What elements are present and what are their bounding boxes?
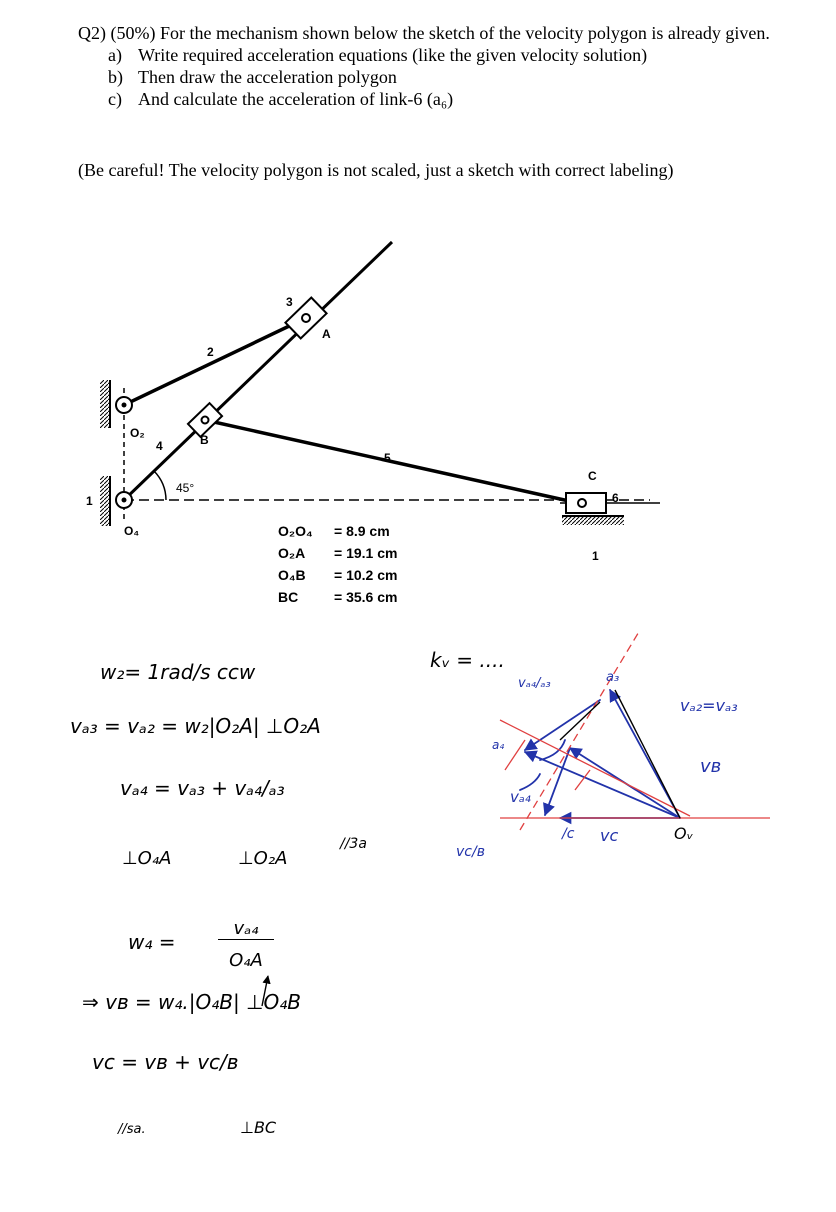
dim-row: BC= 35.6 cm	[278, 589, 398, 605]
hand-perp-o2a: ⊥O₂A	[238, 848, 288, 869]
ground-hatch-o4	[100, 476, 110, 526]
label-link6: 6	[612, 491, 619, 505]
dimension-table: O₂O₄= 8.9 cm O₂A= 19.1 cm O₄B= 10.2 cm B…	[278, 520, 397, 608]
angle-arc	[153, 470, 167, 501]
label-a: A	[322, 327, 331, 341]
dim-row: O₄B= 10.2 cm	[278, 567, 398, 583]
label-link3: 3	[286, 295, 293, 309]
hand-parallel-3: //3a	[340, 836, 367, 852]
label-b: B	[200, 433, 209, 447]
label-angle: 45°	[176, 481, 194, 495]
poly-label-vc: vᴄ	[600, 826, 619, 845]
poly-label-vcb: vᴄ/ʙ	[456, 844, 485, 860]
question-item-b: b)Then draw the acceleration polygon	[108, 67, 397, 87]
question-item-c: c)And calculate the acceleration of link…	[108, 89, 454, 109]
link-2	[123, 316, 307, 407]
ground-hatch-c	[562, 516, 624, 525]
poly-label-va2: vₐ₂=vₐ₃	[680, 696, 738, 715]
vector-va2	[609, 688, 681, 819]
ground-hatch-o2	[100, 380, 110, 428]
label-link2: 2	[207, 345, 214, 359]
hand-omega4-lhs: w₄ =	[128, 930, 176, 954]
link-5	[204, 418, 579, 505]
label-link4: 4	[156, 439, 163, 453]
label-c: C	[588, 469, 597, 483]
construction-lines	[499, 629, 770, 831]
poly-label-vb: vʙ	[700, 756, 722, 777]
question-block: Q2) (50%) For the mechanism shown below …	[78, 22, 788, 110]
pin-c	[577, 498, 587, 508]
poly-label-va4a3: vₐ₄/ₐ₃	[518, 676, 551, 691]
hand-perp-bc: ⊥BC	[240, 1118, 277, 1137]
link-4	[122, 240, 394, 502]
question-items: a)Write required acceleration equations …	[78, 44, 788, 110]
hand-omega4-num: vₐ₄	[218, 918, 274, 940]
pin-a	[301, 313, 311, 323]
hand-parallel-sa: //sa.	[118, 1122, 146, 1137]
caution-note: (Be careful! The velocity polygon is not…	[78, 160, 674, 180]
label-link1-left: 1	[86, 494, 93, 508]
question-item-a: a)Write required acceleration equations …	[108, 45, 648, 65]
hand-va4-equation: vₐ₄ = vₐ₃ + vₐ₄/ₐ₃	[120, 776, 285, 800]
hand-vb: ⇒ vʙ = w₄.|O₄B| ⊥O₄B	[82, 990, 301, 1014]
pin-b	[200, 415, 210, 425]
poly-label-c: /c	[562, 826, 575, 842]
vector-va4a3	[523, 699, 601, 751]
label-o4: O₄	[124, 524, 139, 538]
hand-omega4-den: O₄A	[229, 950, 263, 971]
hand-vc-equation: vᴄ = vʙ + vᴄ/ʙ	[92, 1050, 239, 1074]
hand-va3: vₐ₃ = vₐ₂ = w₂|O₂A| ⊥O₂A	[70, 714, 321, 738]
dim-row: O₂O₄= 8.9 cm	[278, 523, 390, 539]
label-link1-right: 1	[592, 549, 599, 563]
dim-row: O₂A= 19.1 cm	[278, 545, 398, 561]
label-o2: O₂	[130, 426, 145, 440]
vector-va4	[523, 750, 681, 819]
poly-label-a4: a₄	[492, 738, 505, 752]
question-intro: Q2) (50%) For the mechanism shown below …	[78, 23, 770, 43]
vector-vcb	[543, 747, 571, 817]
poly-label-ov: Oᵥ	[674, 824, 694, 843]
poly-label-a3: a₃	[606, 670, 620, 685]
hand-perp-o4a: ⊥O₄A	[122, 848, 172, 869]
hand-kv: kᵥ = ....	[430, 648, 505, 672]
label-link5: 5	[384, 451, 391, 465]
hand-omega2: w₂= 1rad/s ccw	[100, 660, 256, 684]
poly-label-va4: vₐ₄	[510, 788, 531, 806]
